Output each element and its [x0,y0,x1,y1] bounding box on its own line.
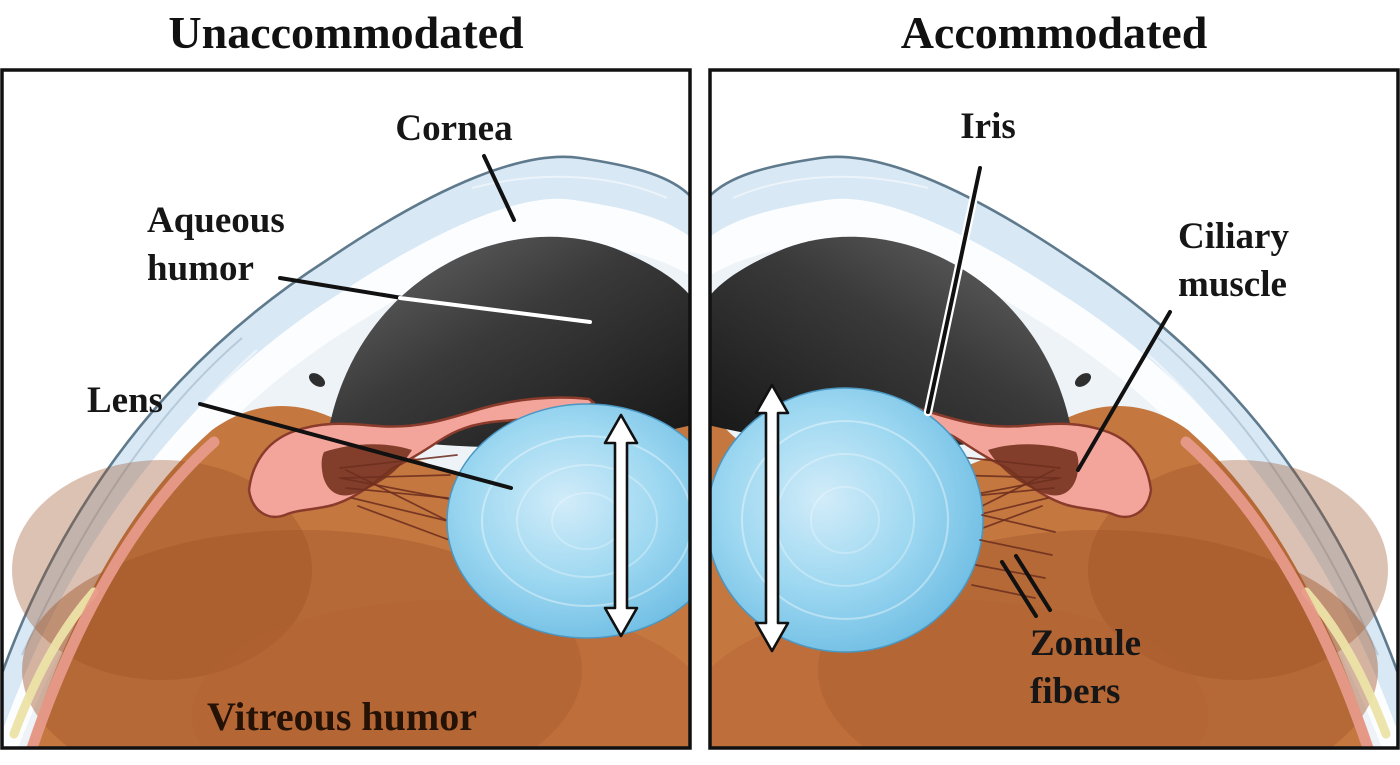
zonule-leader-line [1000,560,1038,618]
label-lens: Lens [87,380,163,421]
iris-leader-line [926,166,982,414]
lens-thickness-arrow [754,383,790,653]
panel-unaccommodated: Cornea Aqueous humor Lens Vitreous humor [2,70,690,748]
label-zonule-line1: Zonule [1030,623,1141,664]
panel-border-left [0,68,692,750]
lens-thickness-arrow [603,413,639,638]
panel-border-right [708,68,1400,750]
title-accommodated: Accommodated [901,7,1208,58]
label-ciliary-line1: Ciliary [1178,216,1289,257]
lens-leader-line [198,402,513,490]
title-unaccommodated: Unaccommodated [168,7,524,58]
lens-shape [446,403,690,639]
aqueous-leader-line [278,276,404,300]
label-zonule-line2: fibers [1030,671,1120,712]
label-aqueous-line1: Aqueous [147,200,285,241]
lens-ring [481,435,690,607]
label-ciliary-line2: muscle [1178,264,1287,305]
lens-ring [516,464,658,578]
label-aqueous-line2: humor [147,248,254,289]
cornea-leader-line [482,154,516,222]
ciliary-leader-line [1076,310,1172,472]
lens-ring [741,420,949,620]
lens-shape [710,387,984,653]
label-cornea: Cornea [395,108,512,149]
zonule-leader-line [1014,554,1052,612]
lens-ring [810,486,880,554]
aqueous-leader-line-white [398,296,592,324]
label-iris: Iris [960,106,1016,147]
label-vitreous-humor: Vitreous humor [207,694,477,739]
panel-accommodated: Iris Ciliary muscle Zonule fibers [710,70,1398,748]
